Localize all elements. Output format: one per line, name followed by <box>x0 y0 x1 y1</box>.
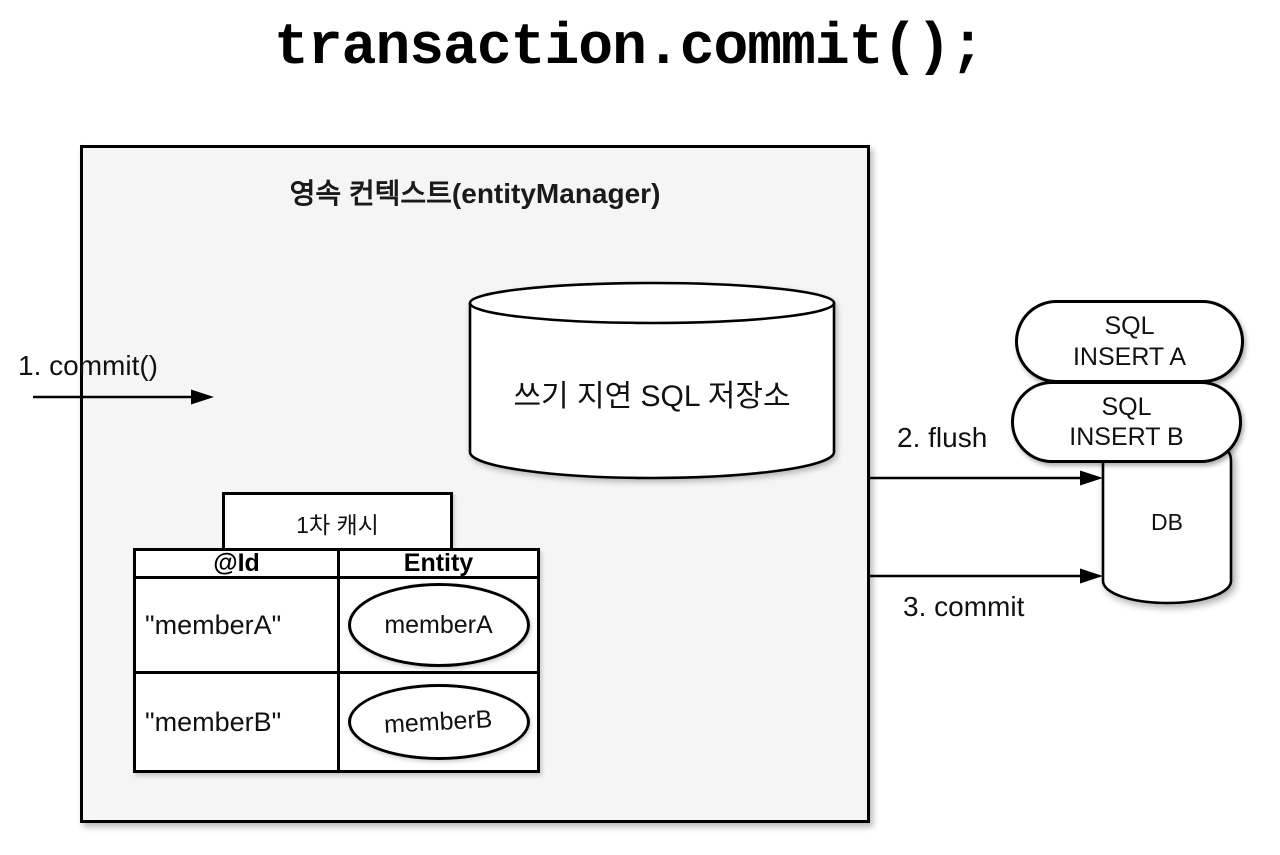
step2-flush-label: 2. flush <box>897 422 988 453</box>
cylinder-top <box>468 281 836 325</box>
cache-table-header-id: @Id <box>136 551 340 579</box>
db-label: DB <box>1151 509 1183 535</box>
cache-row-entity: memberA <box>340 579 537 674</box>
sql-insert-a-capsule: SQL INSERT A <box>1015 300 1244 383</box>
flush-arrow <box>870 470 1103 486</box>
entity-ellipse-memberA: memberA <box>347 583 530 667</box>
entity-ellipse-memberB: memberB <box>347 684 530 760</box>
code-title: transaction.commit(); <box>274 16 985 81</box>
cache-table: @Id Entity "memberA" memberA "memberB" m… <box>133 548 540 773</box>
step3-commit-label: 3. commit <box>903 591 1025 622</box>
persistence-context-label: 영속 컨텍스트(entityManager) <box>289 178 661 209</box>
sql-line: SQL <box>1104 312 1155 340</box>
sql-line: INSERT A <box>1072 342 1186 371</box>
first-level-cache-tab: 1차 캐시 <box>222 492 453 551</box>
sql-store-cylinder <box>468 281 836 480</box>
entity-label: memberB <box>383 704 494 739</box>
sql-insert-b-capsule: SQL INSERT B <box>1011 381 1242 463</box>
sql-store-label: 쓰기 지연 SQL 저장소 <box>513 380 791 413</box>
step1-commit-label: 1. commit() <box>18 350 158 381</box>
commit-to-db-arrow <box>870 568 1103 584</box>
cylinder-body <box>468 303 836 480</box>
cache-table-header-entity: Entity <box>340 551 537 579</box>
cache-row-entity: memberB <box>340 674 537 770</box>
first-level-cache-tab-label: 1차 캐시 <box>296 512 379 538</box>
sql-line: INSERT B <box>1069 423 1184 451</box>
entity-label: memberA <box>384 610 493 639</box>
cache-row-id: "memberA" <box>136 579 340 674</box>
cache-row-id: "memberB" <box>136 674 340 770</box>
sql-line: SQL <box>1101 392 1152 421</box>
